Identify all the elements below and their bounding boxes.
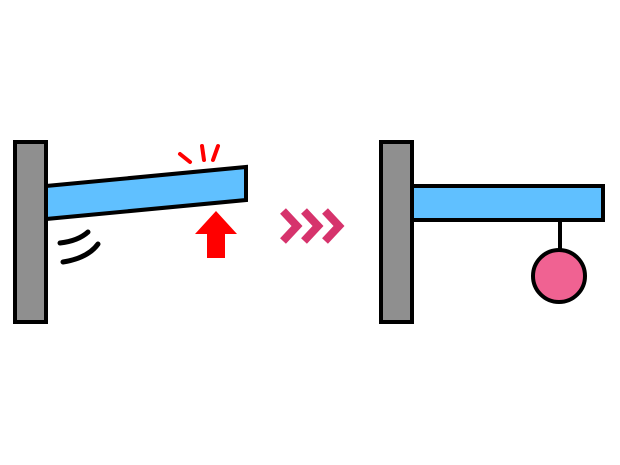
right-wall [379, 140, 414, 324]
chevron-1 [280, 208, 303, 244]
left-beam-tilted [44, 164, 248, 222]
chevron-3 [322, 208, 345, 244]
before-panel [13, 140, 248, 324]
transition-arrows [280, 208, 345, 244]
after-panel [379, 140, 605, 324]
impact-marks [178, 144, 220, 164]
right-beam-level [410, 184, 605, 222]
push-arrow [195, 211, 237, 258]
left-wall [13, 140, 48, 324]
creak-marks [57, 229, 101, 265]
chevron-2 [301, 208, 324, 244]
hanging-weight [531, 248, 587, 304]
